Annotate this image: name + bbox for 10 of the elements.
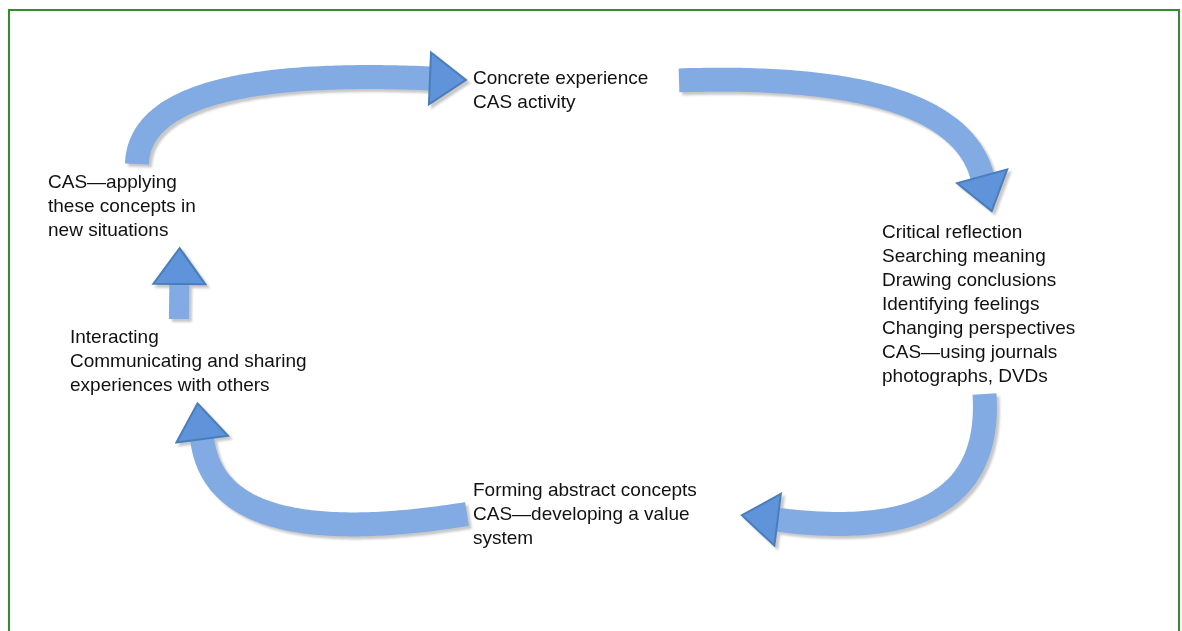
- stage-text: Searching meaning: [882, 244, 1047, 268]
- stage-text: Forming abstract concepts CAS—developing a value system: [473, 478, 698, 550]
- stage-text: Communicating and sharing experiences with others: [70, 349, 308, 397]
- stage-text: Interacting: [70, 325, 160, 349]
- stage-text: Changing perspectives CAS—using journals photographs, DVDs: [882, 316, 1077, 388]
- stage-text: Drawing conclusions: [882, 268, 1058, 292]
- stage-text: Critical reflection: [882, 220, 1024, 244]
- stage-text: Identifying feelings: [882, 292, 1041, 316]
- stage-text: CAS—applying these concepts in new situations: [48, 170, 197, 242]
- stage-text: Concrete experience CAS activity: [473, 66, 650, 114]
